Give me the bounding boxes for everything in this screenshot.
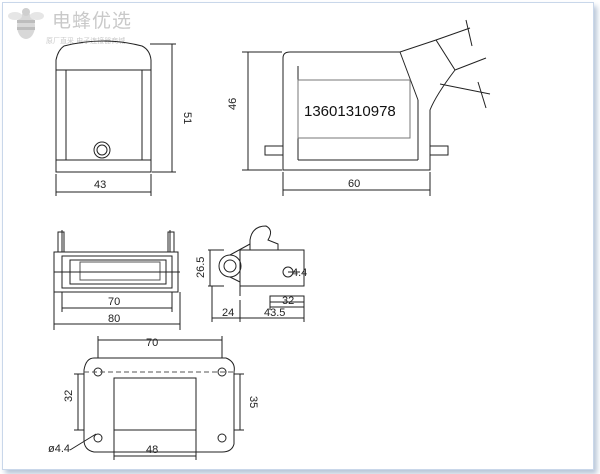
dim-top-outer: 80	[108, 313, 120, 325]
dim-side-height: 46	[227, 98, 239, 110]
dim-lever-height: 26.5	[195, 257, 207, 278]
dim-lever-hole: 4.4	[292, 267, 307, 279]
dim-front-width: 43	[94, 179, 106, 191]
dim-plate-width: 70	[146, 337, 158, 349]
front-view	[55, 40, 176, 196]
brand-name: 电蜂优选	[52, 10, 133, 32]
dim-plate-hole-spacing: 48	[146, 444, 158, 456]
dim-front-height: 51	[181, 112, 193, 124]
dim-plate-height-right: 35	[247, 396, 259, 408]
plate-view	[69, 336, 244, 460]
dim-side-length: 60	[348, 178, 360, 190]
dim-plate-height-left: 32	[63, 390, 75, 402]
top-view	[53, 230, 181, 330]
brand-logo: 电蜂优选 原厂直采 电子连接器商城	[6, 4, 176, 48]
contact-phone: 13601310978	[304, 103, 396, 120]
dim-lever-base: 32	[282, 295, 294, 307]
dim-top-inner: 70	[108, 296, 120, 308]
dim-lever-total: 43.5	[264, 307, 285, 319]
brand-slogan: 原厂直采 电子连接器商城	[46, 37, 126, 45]
lever-view	[208, 225, 305, 322]
dim-plate-hole-dia: ø4.4	[48, 443, 70, 455]
bee-icon	[8, 8, 44, 39]
side-view	[242, 19, 491, 196]
dim-lever-offset: 24	[222, 307, 234, 319]
